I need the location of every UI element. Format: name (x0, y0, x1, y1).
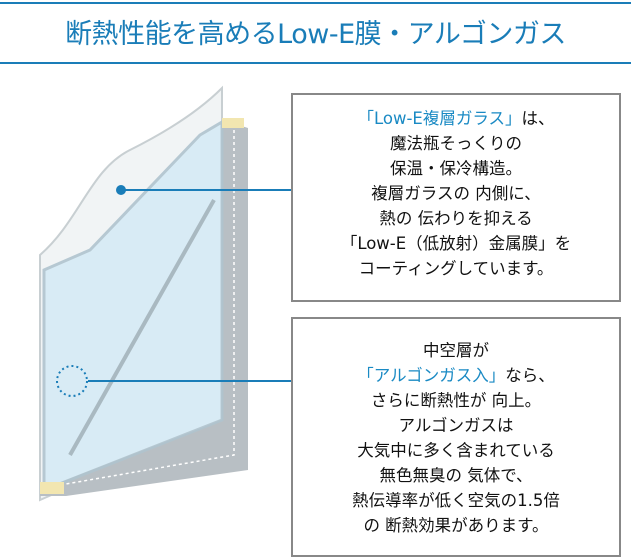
text-line: 複層ガラスの 内側に、 (371, 184, 541, 203)
text-line: 中空層が (423, 341, 489, 360)
sealant-bottom (40, 482, 64, 494)
low-e-highlight: 「Low-E複層ガラス」 (357, 109, 522, 128)
text-line: 熱の 伝わりを抑える (379, 209, 533, 228)
argon-highlight: 「アルゴンガス入」 (357, 366, 506, 385)
text-line: コーティングしています。 (358, 259, 554, 278)
low-e-description-box: 「Low-E複層ガラス」は、 魔法瓶そっくりの 保温・保冷構造。 複層ガラスの … (291, 93, 621, 302)
sealant-top (222, 118, 244, 128)
text-line: 熱伝導率が低く空気の1.5倍 (352, 491, 560, 510)
text-line: さらに断熱性が 向上。 (370, 391, 542, 410)
text-line: なら、 (505, 366, 555, 385)
argon-description-box: 中空層が 「アルゴンガス入」なら、 さらに断熱性が 向上。 アルゴンガスは 大気… (291, 317, 621, 557)
text-line: 無色無臭の 気体で、 (379, 466, 533, 485)
text-line: 大気中に多く含まれている (357, 441, 555, 460)
text-line: 魔法瓶そっくりの (390, 134, 522, 153)
spacer-dotted-line (59, 130, 235, 486)
text-line: 保温・保冷構造。 (390, 159, 522, 178)
argon-marker-circle (56, 365, 88, 397)
text-line: アルゴンガスは (398, 416, 514, 435)
text-line: は、 (521, 109, 555, 128)
title-bottom-rule (0, 62, 631, 64)
title-top-rule (0, 2, 631, 4)
low-e-glass (42, 119, 224, 493)
text-line: 「Low-E（低放射）金属膜」を (340, 234, 572, 253)
spacer-frame (40, 120, 248, 496)
page-title: 断熱性能を高めるLow-E膜・アルゴンガス (65, 19, 566, 50)
text-line: の 断熱効果があります。 (363, 516, 549, 535)
